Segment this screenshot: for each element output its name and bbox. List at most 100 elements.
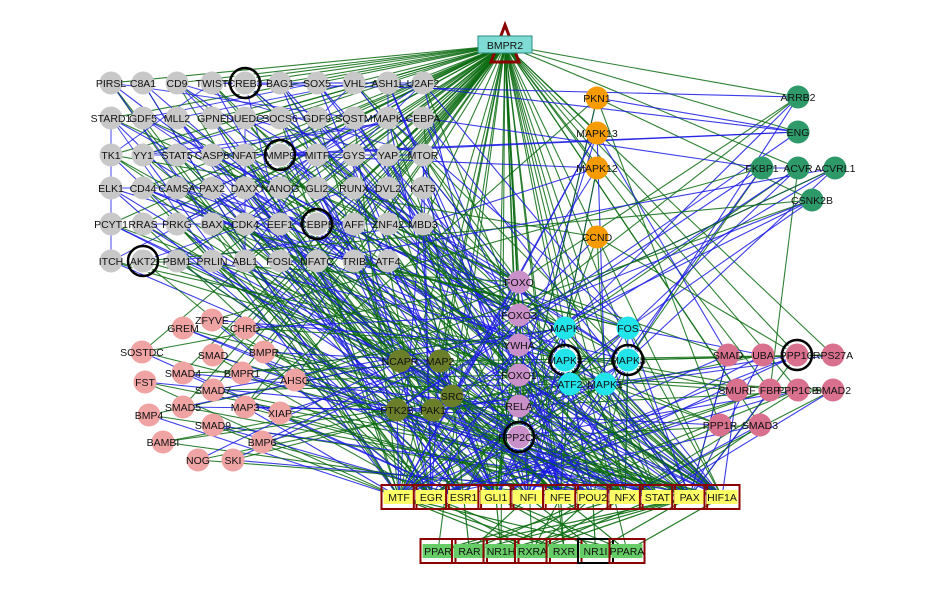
node-rps27a[interactable]: RPS27A: [813, 343, 853, 367]
node-smad2[interactable]: SMAD2: [815, 378, 851, 402]
node-ppp1r[interactable]: PPP1R: [703, 413, 738, 437]
node-cdk4[interactable]: CDK4: [231, 212, 259, 236]
node-trib[interactable]: TRIB: [342, 249, 366, 273]
node-stard1[interactable]: STARD1: [91, 106, 132, 130]
node-mapk[interactable]: MAPK: [373, 106, 403, 130]
node-mapk8[interactable]: MAPK8: [547, 343, 583, 377]
node-duedc[interactable]: DUEDC: [226, 106, 264, 130]
node-u2af2[interactable]: U2AF2: [407, 71, 440, 95]
node-casp8[interactable]: CASP8: [195, 143, 230, 167]
node-yy1[interactable]: YY1: [131, 143, 155, 167]
node-pak1[interactable]: PAK1: [420, 398, 446, 422]
node-camsa[interactable]: CAMSA: [158, 176, 196, 200]
node-pcyt1[interactable]: PCYT1: [94, 212, 128, 236]
node-abl1[interactable]: ABL1: [232, 249, 258, 273]
node-znf42[interactable]: ZNF42: [372, 212, 404, 236]
node-sostdc[interactable]: SOSTDC: [120, 340, 164, 364]
node-nanog[interactable]: NANOG: [261, 176, 300, 200]
node-ski[interactable]: SKI: [221, 448, 245, 472]
node-src[interactable]: SRC: [440, 384, 464, 408]
node-gli2[interactable]: GLI2: [305, 176, 329, 200]
node-xiap[interactable]: XIAP: [268, 401, 292, 425]
node-dvl2[interactable]: DVL2: [375, 176, 401, 200]
node-acvrl1[interactable]: ACVRL1: [815, 156, 856, 180]
node-mitf[interactable]: MITF: [305, 143, 330, 167]
node-bmp6[interactable]: BMP6: [248, 430, 277, 454]
node-foxo1[interactable]: FOXO1: [501, 363, 537, 387]
node-socs6[interactable]: SOCS6: [262, 106, 298, 130]
node-pkn1[interactable]: PKN1: [583, 86, 611, 110]
node-stat5[interactable]: STAT5: [161, 143, 193, 167]
node-fst[interactable]: FST: [133, 370, 157, 394]
node-twist[interactable]: TWIST: [196, 71, 229, 95]
node-daxx[interactable]: DAXX: [231, 176, 260, 200]
node-rxr[interactable]: RXR: [545, 538, 583, 564]
node-foxo[interactable]: FOXO: [504, 270, 534, 294]
node-cebpb[interactable]: CEBPB: [299, 207, 335, 241]
node-atf4[interactable]: ATF4: [376, 249, 401, 273]
node-mapk12[interactable]: MAPK12: [576, 156, 618, 180]
node-mapk1[interactable]: MAPK1: [587, 372, 623, 396]
node-sox5[interactable]: SOX5: [303, 71, 331, 95]
node-ash1l[interactable]: ASH1L: [371, 71, 405, 95]
node-zfyve[interactable]: ZFYVE: [195, 308, 229, 332]
node-csnk2b[interactable]: CSNK2B: [791, 188, 833, 212]
node-ppara[interactable]: PPARA: [608, 538, 646, 564]
node-foxo3[interactable]: FOXO3: [501, 303, 537, 327]
node-mmp9[interactable]: MMP9: [263, 138, 297, 172]
node-eng[interactable]: ENG: [786, 120, 810, 144]
node-eef1[interactable]: EEF1: [267, 212, 293, 236]
node-bambi[interactable]: BAMBI: [147, 430, 180, 454]
node-fos[interactable]: FOS: [616, 316, 640, 340]
node-ncapr[interactable]: NCAPR: [382, 349, 419, 373]
node-stat[interactable]: STAT: [638, 484, 676, 510]
node-ppp2ca[interactable]: PPP2CA: [498, 420, 540, 454]
node-arrb2[interactable]: ARRB2: [780, 85, 816, 109]
node-ppp1c[interactable]: PPP1C: [780, 338, 815, 372]
node-mapk[interactable]: MAPK: [550, 316, 580, 340]
node-smad[interactable]: SMAD: [713, 343, 744, 367]
node-ccnd[interactable]: CCND: [582, 225, 613, 249]
node-fkbp1[interactable]: FKBP1: [745, 156, 779, 180]
node-ppp1cb[interactable]: PPP1CB: [777, 378, 819, 402]
node-nfat[interactable]: NFAT: [232, 143, 259, 167]
node-bmpr1[interactable]: BMPR1: [224, 361, 260, 385]
node-cebpa[interactable]: CEBPA: [406, 106, 441, 130]
node-ywha[interactable]: YWHA: [503, 333, 535, 357]
node-pbm1[interactable]: PBM1: [163, 249, 192, 273]
node-cd44[interactable]: CD44: [130, 176, 157, 200]
node-acvr[interactable]: ACVR: [783, 156, 813, 180]
node-mll2[interactable]: MLL2: [164, 106, 190, 130]
node-mapk3[interactable]: MAPK3: [610, 343, 646, 377]
node-mtor[interactable]: MTOR: [408, 143, 439, 167]
node-egr[interactable]: EGR: [412, 484, 450, 510]
node-ppar[interactable]: PPAR: [419, 538, 457, 564]
node-prlin[interactable]: PRLIN: [197, 249, 228, 273]
node-fosl[interactable]: FOSL: [266, 249, 294, 273]
node-mbd3[interactable]: MBD3: [408, 212, 438, 236]
node-bax[interactable]: BAX: [200, 212, 224, 236]
node-smad[interactable]: SMAD: [198, 343, 229, 367]
node-pirsl[interactable]: PIRSL: [96, 71, 127, 95]
node-bag1[interactable]: BAG1: [266, 71, 294, 95]
node-rela[interactable]: RELA: [505, 394, 533, 418]
node-runx[interactable]: RUNX: [339, 176, 369, 200]
node-akt2[interactable]: AKT2: [126, 244, 160, 278]
node-bmp4[interactable]: BMP4: [135, 403, 164, 427]
node-gys[interactable]: GYS: [342, 143, 366, 167]
node-esr1[interactable]: ESR1: [445, 484, 483, 510]
node-smurf[interactable]: SMURF: [718, 378, 756, 402]
node-c8a1[interactable]: C8A1: [130, 71, 156, 95]
node-chrd[interactable]: CHRD: [230, 316, 261, 340]
node-nfatc[interactable]: NFATC: [300, 249, 334, 273]
node-hif1a[interactable]: HIF1A: [703, 484, 741, 510]
node-map3[interactable]: MAP3: [231, 395, 260, 419]
node-grem[interactable]: GREM: [167, 316, 199, 340]
node-elk1[interactable]: ELK1: [98, 176, 124, 200]
node-rar[interactable]: RAR: [451, 538, 488, 564]
node-smad9[interactable]: SMAD9: [195, 413, 231, 437]
node-smad5[interactable]: SMAD5: [165, 395, 201, 419]
node-cd9[interactable]: CD9: [165, 71, 189, 95]
node-gdf9[interactable]: GDF9: [303, 106, 331, 130]
node-gli1[interactable]: GLI1: [477, 484, 515, 510]
